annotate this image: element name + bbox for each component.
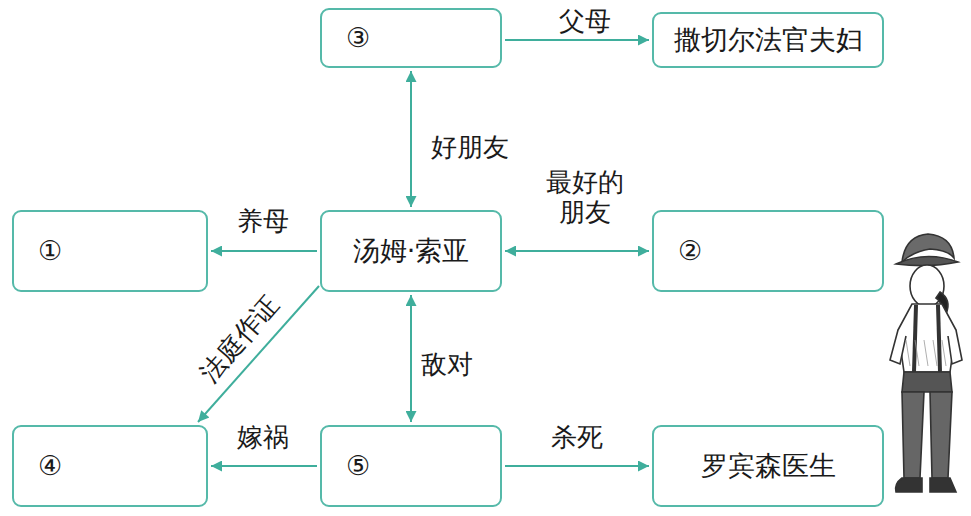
node-text: 罗宾森医生 <box>701 450 836 482</box>
blank-box: ⑤ <box>320 425 502 507</box>
node-text: ① <box>38 235 62 267</box>
person-box: 罗宾森医生 <box>652 425 884 507</box>
shirt-fold <box>915 340 919 366</box>
relation-arrow <box>505 250 649 252</box>
relation-label: 好朋友 <box>429 133 511 163</box>
node-text: ④ <box>38 450 62 482</box>
relation-label: 养母 <box>235 207 291 237</box>
shirt-fold <box>924 340 928 366</box>
relation-label: 嫁祸 <box>235 423 291 453</box>
relation-arrow <box>505 465 649 467</box>
shirt-fold <box>906 340 910 366</box>
node-text: ② <box>678 235 702 267</box>
node-text: ⑤ <box>346 450 370 482</box>
relation-arrow <box>410 71 412 207</box>
blank-box: ③ <box>320 8 502 68</box>
blank-box: ④ <box>12 425 208 507</box>
node-text: 撒切尔法官夫妇 <box>674 24 863 56</box>
relation-arrow <box>505 39 649 41</box>
relation-arrow <box>211 250 317 252</box>
relation-label: 最好的朋友 <box>537 168 633 228</box>
relation-arrow <box>211 465 317 467</box>
blank-box: ① <box>12 210 208 292</box>
relation-label: 杀死 <box>549 423 605 453</box>
node-text: ③ <box>346 22 370 54</box>
person-box: 汤姆·索亚 <box>320 210 502 292</box>
relation-label: 父母 <box>557 7 613 37</box>
blank-box: ② <box>652 210 884 292</box>
shirt-fold <box>942 340 946 366</box>
node-text: 汤姆·索亚 <box>353 235 470 267</box>
relation-label: 敌对 <box>419 350 475 380</box>
relation-arrow <box>410 295 412 422</box>
person-box: 撒切尔法官夫妇 <box>652 12 884 68</box>
shirt-fold <box>933 340 937 366</box>
